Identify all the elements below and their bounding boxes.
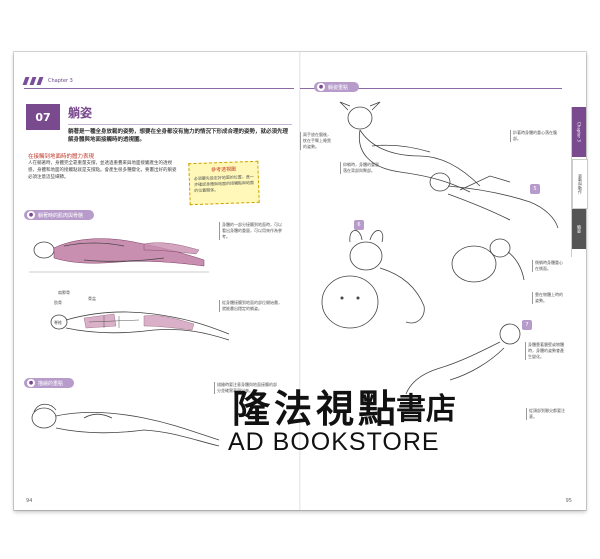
tag-skeleton: 肋骨 [54, 300, 62, 305]
bullet-icon: ● [317, 83, 325, 91]
callout-lines: 從身體接觸到地面的部位開始畫，就能畫出穩定的躺姿。 [219, 300, 284, 312]
note-text: 必須要先設定好地面的位置，進一步確認身體與地面的接觸點與地面的位置關係。 [193, 173, 255, 194]
note-box: 參考透視圖 必須要先設定好地面的位置，進一步確認身體與地面的接觸點與地面的位置關… [188, 160, 260, 206]
callout-right: 側躺時身體重心在側面。 [532, 260, 565, 272]
side-tab-section: 躺姿 [572, 209, 586, 249]
chapter-tab: Chapter 3 [22, 76, 73, 86]
page-number-right: 95 [565, 498, 572, 504]
lying-figure-sketch [31, 403, 220, 447]
figure-arms-behind-head [339, 101, 481, 193]
chapter-rule [24, 88, 294, 89]
bullet-icon: ● [27, 379, 35, 387]
section-title: 躺姿 [68, 106, 93, 120]
section-bar-muscle: ● 躺著時的肌肉與骨骼 [24, 210, 94, 220]
muscle-figure [29, 238, 209, 273]
skeleton-figure [50, 311, 230, 341]
callout-right: 靠在物體上時的姿勢。 [532, 292, 565, 304]
bullet-icon: ● [27, 211, 35, 219]
tag-skeleton: 脊椎 [54, 320, 62, 325]
left-page: Chapter 3 07 躺姿 躺著是一種全身放鬆的姿勢，想要在全身都沒有施力的… [14, 52, 300, 510]
chapter-label: Chapter 3 [48, 78, 73, 84]
title-divider [68, 124, 292, 125]
step-badge: 7 [522, 320, 532, 330]
figure-reclining [405, 323, 521, 395]
chapter-rule-right [300, 88, 562, 89]
figure-side-lying [429, 172, 559, 229]
side-tab-chapter: Chapter 3 [572, 107, 586, 157]
section-bar-draw: ● 描繪的重點 [24, 378, 74, 388]
body-text-left: 人在躺著時，身體完全靠重量支撐，並透過重疊來與地面接觸產生的透視感，身體和地面的… [28, 161, 177, 180]
figure-bunny-hood [321, 230, 425, 329]
book-spread: Chapter 3 07 躺姿 躺著是一種全身放鬆的姿勢，想要在全身都沒有施力的… [14, 52, 588, 510]
section-muscle-label: 躺著時的肌肉與骨骼 [38, 212, 84, 219]
section-draw-label: 描繪的重點 [38, 380, 64, 387]
tag-skeleton: 骨盆 [88, 296, 96, 301]
watermark-chinese-2: 書店 [396, 392, 456, 427]
section-number: 07 [26, 104, 60, 130]
side-tab-topic: 姿勢與動作 [572, 159, 588, 209]
watermark-chinese: 隆法視點 [232, 387, 401, 431]
page-gutter [299, 52, 301, 510]
figure-plush [451, 238, 525, 283]
callout-right: 仰躺時，身體的重量落在背部與臀部。 [340, 162, 379, 174]
subhead-contact: 在接觸到地面時的體力表現 [28, 154, 95, 160]
callout-right: 從頭部到腳尖都要注意。 [526, 408, 565, 420]
side-tab-strip: Chapter 3 姿勢與動作 躺姿 [571, 107, 588, 257]
step-badge: 5 [530, 184, 540, 194]
callout-right: 趴著時身體的重心落在腹部。 [510, 130, 559, 142]
intro-text: 躺著是一種全身放鬆的姿勢，想要在全身都沒有施力的情況下形成合理的姿勢，就必須先理… [68, 129, 289, 143]
callout-muscle: 身體的一部分接觸到地面時，可以看出身體的重量，可以用來作為參考。 [219, 222, 284, 240]
section-bar-right: ● 躺姿重點 [314, 82, 359, 92]
tag-skeleton: 肩胛骨 [58, 290, 70, 295]
page-number-left: 94 [26, 498, 33, 504]
step-badge: 6 [354, 220, 364, 230]
callout-right: 兩手放在腦後，枕在手臂上睡覺的姿勢。 [300, 132, 333, 150]
callout-right: 身體靠著牆壁或物體時，身體的姿勢會產生變化。 [525, 342, 564, 360]
watermark-english: AD BOOKSTORE [228, 428, 440, 456]
section-right-label: 躺姿重點 [328, 84, 349, 91]
right-page: ● 躺姿重點 兩手放在腦後，枕在手臂上睡覺的姿勢。 仰躺時，身體的重量落在背部與… [300, 52, 588, 510]
callout-draw: 描繪時要注意身體與地面接觸的部分並確實表現出來。 [214, 382, 277, 394]
